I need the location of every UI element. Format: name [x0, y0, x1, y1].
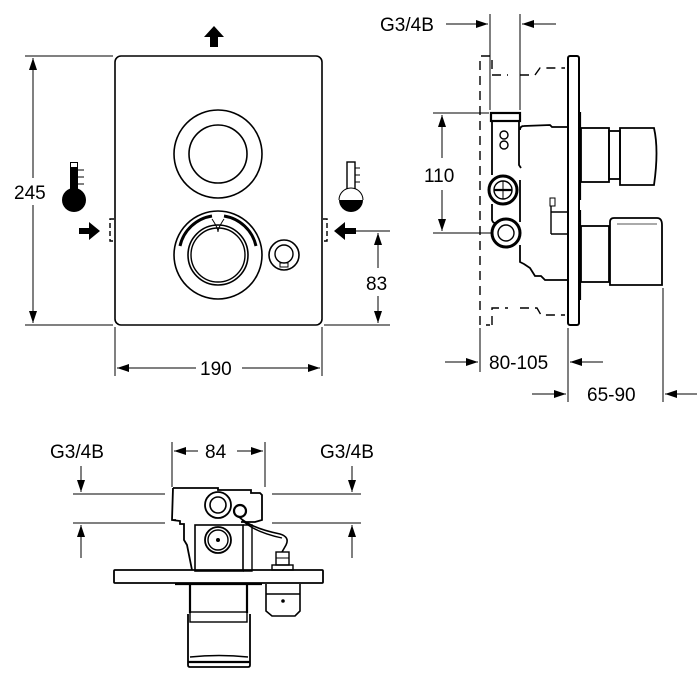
top-handle[interactable]: [187, 585, 251, 668]
dimension-handle-projection: 65-90: [532, 288, 697, 406]
dim-body-width-label: 84: [205, 442, 227, 463]
dim-width-label: 190: [200, 359, 232, 380]
arrow-left-icon: [334, 222, 356, 240]
arrow-right-icon: [79, 222, 100, 240]
cover-plate: [114, 55, 323, 326]
lower-handle[interactable]: [580, 217, 663, 286]
dimension-width: 190: [114, 327, 323, 380]
side-cover-plate: [567, 55, 580, 326]
thermometer-hot-icon: [62, 162, 86, 212]
dim-thread-side-label: G3/4B: [380, 15, 434, 36]
top-cover-plate: [113, 569, 324, 584]
valve-body: [487, 111, 569, 281]
dim-handle-projection-label: 65-90: [587, 385, 636, 406]
side-view: G3/4B: [380, 14, 697, 406]
wall-box-dashed: [479, 55, 490, 326]
dimension-inlet-height: 83: [324, 230, 390, 326]
dimension-height: 245: [14, 55, 113, 326]
small-button[interactable]: [268, 239, 300, 271]
front-view: 245 190 83: [14, 26, 390, 380]
upper-handle[interactable]: [580, 127, 658, 186]
dimension-body-width: 84: [171, 442, 266, 487]
dimension-thread-left: G3/4B: [50, 442, 165, 558]
dim-outlet-spacing-label: 110: [424, 166, 454, 187]
dimension-outlet-spacing: 110: [424, 112, 492, 234]
top-valve-body: [171, 487, 294, 572]
dimension-thread-right: G3/4B: [272, 442, 374, 558]
top-side-button[interactable]: [265, 584, 301, 617]
top-view: G3/4B G3/4B 84: [50, 442, 374, 668]
dimension-thread-side: G3/4B: [380, 14, 556, 110]
dim-inlet-height-label: 83: [366, 274, 387, 295]
dim-height-label: 245: [14, 183, 46, 204]
dim-install-depth-label: 80-105: [489, 353, 548, 374]
dimension-install-depth: 80-105: [445, 328, 603, 402]
dim-thread-left-label: G3/4B: [50, 442, 104, 463]
thermometer-cold-icon: [338, 161, 364, 212]
dim-thread-right-label: G3/4B: [320, 442, 374, 463]
thermostat-knob[interactable]: [173, 210, 263, 300]
arrow-up-icon: [204, 26, 224, 47]
upper-control-ring[interactable]: [173, 109, 263, 199]
